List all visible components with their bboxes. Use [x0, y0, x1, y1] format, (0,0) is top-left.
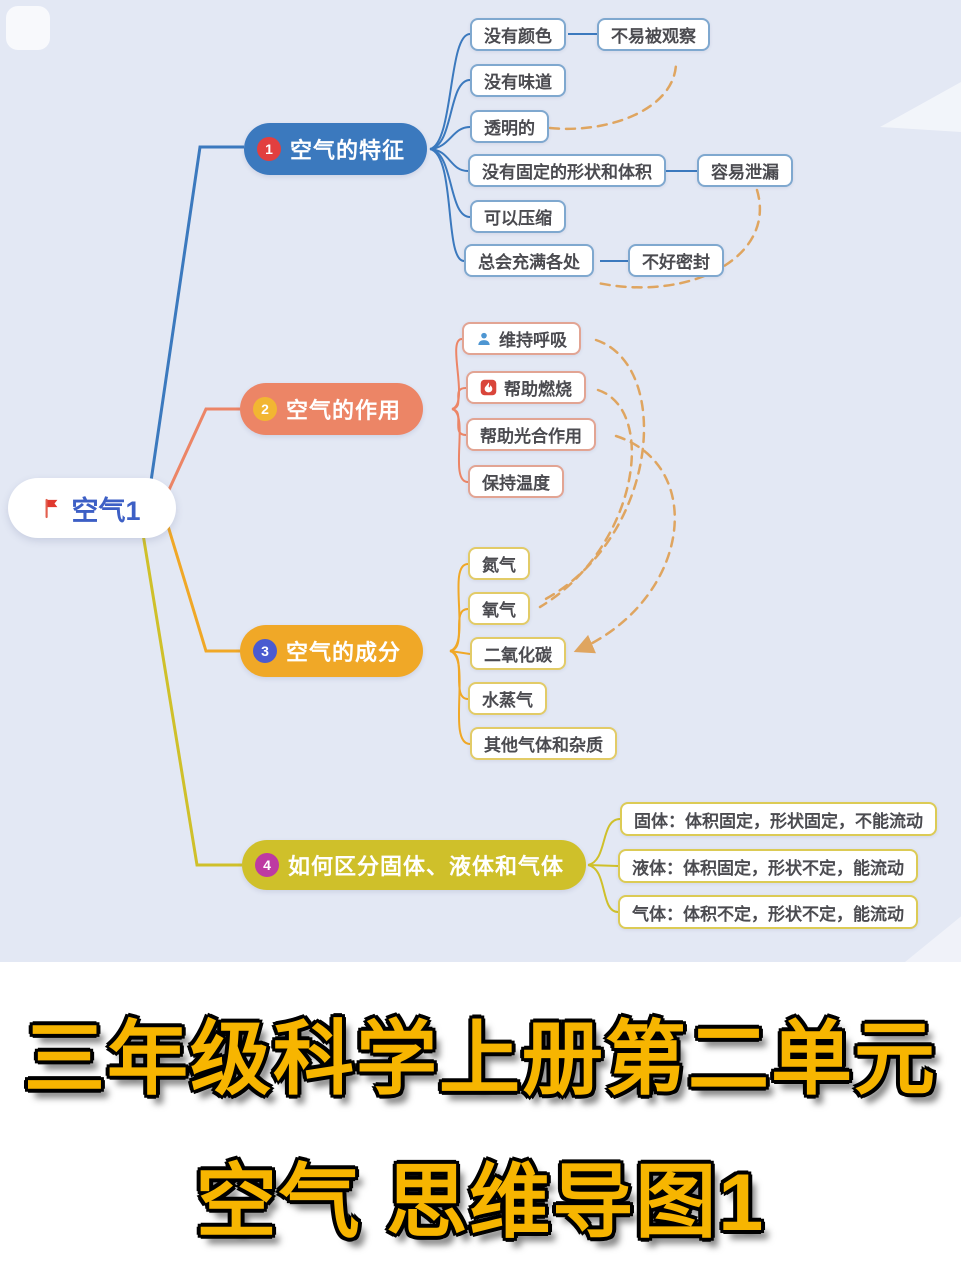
node-no-color[interactable]: 没有颜色 [470, 18, 566, 51]
node-maintain-breathing[interactable]: 维持呼吸 [462, 322, 581, 355]
node-keep-temperature[interactable]: 保持温度 [468, 465, 564, 498]
node-transparent[interactable]: 透明的 [470, 110, 549, 143]
node-label: 如何区分固体、液体和气体 [288, 854, 565, 879]
badge-3: 3 [253, 639, 277, 663]
node-compressible[interactable]: 可以压缩 [470, 200, 566, 233]
caption-area: 三年级科学上册第二单元 空气 思维导图1 [0, 962, 961, 1280]
node-carbon-dioxide[interactable]: 二氧化碳 [470, 637, 566, 670]
node-easy-to-leak[interactable]: 容易泄漏 [697, 154, 793, 187]
node-fills-everywhere[interactable]: 总会充满各处 [464, 244, 594, 277]
flag-icon [43, 497, 61, 519]
caption-title-line1: 三年级科学上册第二单元 [23, 1015, 937, 1105]
root-label: 空气1 [71, 495, 141, 526]
dashed-relationship-links [538, 58, 762, 654]
node-oxygen[interactable]: 氧气 [468, 592, 530, 625]
node-nitrogen[interactable]: 氮气 [468, 547, 530, 580]
mindmap-canvas: 空气1 1 空气的特征 没有颜色 不易被观察 没有味道 透明的 没有固定的形状和… [0, 0, 961, 962]
node-hard-to-observe[interactable]: 不易被观察 [597, 18, 710, 51]
root-node-air[interactable]: 空气1 [8, 478, 176, 538]
node-distinguish-states[interactable]: 4 如何区分固体、液体和气体 [242, 840, 587, 890]
branch4-connectors [587, 818, 621, 913]
caption-title-line2: 空气 思维导图1 [195, 1158, 766, 1248]
node-label: 空气的作用 [286, 398, 402, 423]
node-liquid-rule[interactable]: 液体：体积固定，形状不定，能流动 [618, 849, 918, 883]
node-water-vapor[interactable]: 水蒸气 [468, 682, 547, 715]
node-air-functions[interactable]: 2 空气的作用 [240, 383, 424, 435]
node-help-burning[interactable]: 帮助燃烧 [466, 371, 586, 404]
person-icon [476, 331, 492, 347]
node-air-features[interactable]: 1 空气的特征 [244, 123, 428, 175]
badge-4: 4 [255, 853, 279, 877]
node-label: 维持呼吸 [499, 331, 567, 350]
watermark-shape [880, 82, 961, 132]
node-no-taste[interactable]: 没有味道 [470, 64, 566, 97]
node-air-components[interactable]: 3 空气的成分 [240, 625, 424, 677]
watermark-shape [6, 6, 50, 50]
node-label: 空气的特征 [290, 138, 406, 163]
node-other-gases[interactable]: 其他气体和杂质 [470, 727, 617, 760]
node-label: 空气的成分 [286, 640, 402, 665]
badge-1: 1 [257, 137, 281, 161]
node-solid-rule[interactable]: 固体：体积固定，形状固定，不能流动 [620, 802, 937, 836]
link-photosynthesis-to-co2 [573, 434, 677, 654]
node-label: 帮助燃烧 [504, 380, 572, 399]
node-hard-to-seal[interactable]: 不好密封 [628, 244, 724, 277]
node-gas-rule[interactable]: 气体：体积不定，形状不定，能流动 [618, 895, 918, 929]
fire-icon [480, 379, 497, 396]
node-no-fixed-shape-volume[interactable]: 没有固定的形状和体积 [468, 154, 666, 187]
branch2-connectors [451, 338, 469, 483]
branch3-connectors [449, 563, 471, 745]
badge-2: 2 [253, 397, 277, 421]
node-help-photosynthesis[interactable]: 帮助光合作用 [466, 418, 596, 451]
link-transparent-to-hard-observe [548, 58, 678, 131]
